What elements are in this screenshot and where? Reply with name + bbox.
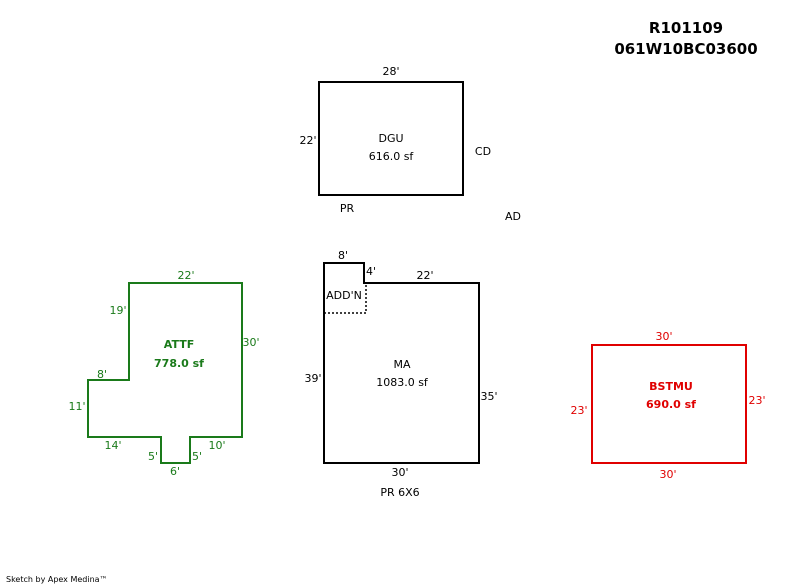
attf-dim-left-upper: 19' (109, 304, 126, 317)
addn-outline (324, 283, 367, 314)
attf-dim-top: 22' (177, 269, 194, 282)
attf-dim-right: 30' (242, 336, 259, 349)
dgu-dim-top: 28' (382, 65, 399, 78)
bstmu-code: BSTMU (649, 380, 693, 393)
pr-6x6-label: PR 6X6 (380, 486, 419, 499)
pr-label: PR (340, 202, 355, 215)
ma-dim-bottom: 30' (391, 466, 408, 479)
ma-dim-top: 22' (416, 269, 433, 282)
attf-outline (87, 282, 243, 464)
attf-dim-bottom-left: 14' (104, 439, 121, 452)
bstmu-dim-bottom: 30' (659, 468, 676, 481)
bstmu-dim-right: 23' (748, 394, 765, 407)
ma-code: MA (393, 358, 410, 371)
attf-dim-left-lower: 11' (68, 400, 85, 413)
ma-outline (323, 262, 480, 464)
bstmu-outline (591, 344, 747, 464)
ma-area: 1083.0 sf (376, 376, 429, 389)
attf-code: ATTF (164, 338, 194, 351)
dgu-section: 28' 22' DGU 616.0 sf (299, 65, 464, 196)
attf-dim-notch-bottom: 6' (170, 465, 180, 478)
account-number: R101109 (649, 19, 723, 37)
dgu-area: 616.0 sf (369, 150, 415, 163)
attf-section: 22' 19' 30' ATTF 778.0 sf 8' 11' 14' 10'… (68, 269, 259, 478)
bstmu-dim-left: 23' (570, 404, 587, 417)
attf-dim-notch-right: 5' (192, 450, 202, 463)
cd-label: CD (475, 145, 491, 158)
attf-dim-step: 8' (97, 368, 107, 381)
attf-dim-notch-left: 5' (148, 450, 158, 463)
dgu-outline (318, 81, 464, 196)
ma-dim-left: 39' (304, 372, 321, 385)
ad-label: AD (505, 210, 521, 223)
attf-area: 778.0 sf (154, 357, 204, 370)
addn-label: ADD'N (326, 289, 362, 302)
dgu-code: DGU (378, 132, 403, 145)
ma-dim-notch-side: 4' (366, 265, 376, 278)
ma-dim-notch-top: 8' (338, 249, 348, 262)
footer-credit: Sketch by Apex Medina™ (6, 575, 108, 584)
ma-section: 8' 4' 22' ADD'N 39' MA 1083.0 sf 35' 30'… (304, 249, 497, 499)
ma-dim-right: 35' (480, 390, 497, 403)
bstmu-area: 690.0 sf (646, 398, 696, 411)
dgu-dim-left: 22' (299, 134, 316, 147)
map-number: 061W10BC03600 (614, 40, 757, 58)
bstmu-section: 30' BSTMU 690.0 sf 23' 23' 30' (570, 330, 765, 481)
bstmu-dim-top: 30' (655, 330, 672, 343)
attf-dim-bottom-right: 10' (208, 439, 225, 452)
